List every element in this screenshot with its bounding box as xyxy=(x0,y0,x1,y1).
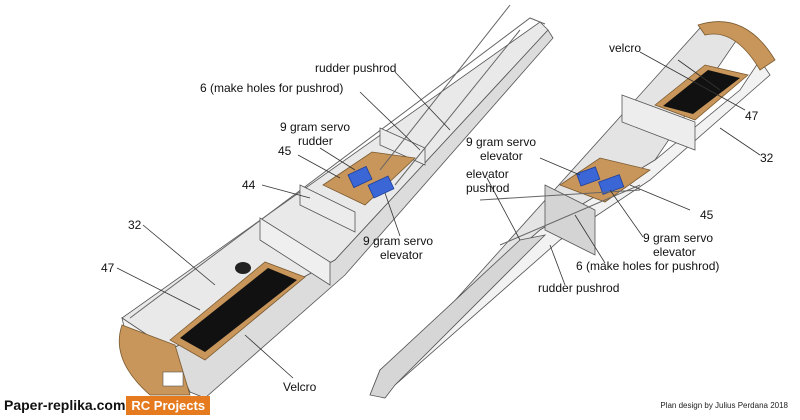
rc-projects-badge[interactable]: RC Projects xyxy=(126,395,211,415)
tail-plate-right xyxy=(697,21,776,71)
servo-elevator-left xyxy=(367,175,395,199)
label-32-right: 32 xyxy=(760,151,774,165)
label-servo-rudder-line1: 9 gram servo xyxy=(280,120,350,134)
label-velcro-left: Velcro xyxy=(283,380,317,394)
label-45-right: 45 xyxy=(700,208,714,222)
velcro-black-right xyxy=(663,70,740,114)
label-47-right: 47 xyxy=(745,109,759,123)
design-credit: Plan design by Julius Perdana 2018 xyxy=(660,401,788,410)
rudder-pushrod-left xyxy=(379,4,511,171)
label-servo-elevator-left-line2: elevator xyxy=(380,248,423,262)
label-servo-elevator-right2-line2: elevator xyxy=(653,245,696,259)
bulkhead-44 xyxy=(299,184,356,233)
label-elevator-pushrod-line2: pushrod xyxy=(466,181,509,195)
label-holes-left: 6 (make holes for pushrod) xyxy=(200,81,343,95)
label-47-left: 47 xyxy=(101,261,115,275)
label-servo-elevator-right2-line1: 9 gram servo xyxy=(643,231,713,245)
velcro-black-left xyxy=(180,268,297,352)
label-32-left: 32 xyxy=(128,218,142,232)
elevator-pushrod-right xyxy=(479,189,641,201)
left-fuselage xyxy=(118,4,554,399)
bulkhead-6-left xyxy=(379,127,426,166)
label-rudder-pushrod-right: rudder pushrod xyxy=(538,281,619,295)
bulkhead-32-right xyxy=(621,94,696,151)
label-servo-rudder-line2: rudder xyxy=(298,134,333,148)
elevator-pushrod-left xyxy=(394,29,521,186)
hole-left xyxy=(235,262,251,274)
label-holes-right: 6 (make holes for pushrod) xyxy=(576,259,719,273)
label-velcro-right: velcro xyxy=(609,41,641,55)
footer-brand: Paper-replika.com RC Projects xyxy=(4,395,211,415)
bulkhead-32-left xyxy=(259,217,331,286)
site-name[interactable]: Paper-replika.com xyxy=(4,397,126,413)
left-fuselage-rim xyxy=(129,17,546,319)
servo-elevator-right-b xyxy=(598,174,625,195)
label-44: 44 xyxy=(242,178,256,192)
right-fuselage-near-wall xyxy=(369,234,547,399)
label-elevator-pushrod-line1: elevator xyxy=(466,167,509,181)
label-45-left: 45 xyxy=(278,144,292,158)
label-servo-elevator-left-line1: 9 gram servo xyxy=(363,234,433,248)
servo-rudder-left xyxy=(347,165,373,189)
right-fuselage xyxy=(369,21,776,399)
label-servo-elevator-right-line1: 9 gram servo xyxy=(466,135,536,149)
label-rudder-pushrod-left: rudder pushrod xyxy=(315,61,396,75)
labels: rudder pushrod 6 (make holes for pushrod… xyxy=(101,41,774,394)
label-servo-elevator-right-line2: elevator xyxy=(480,149,523,163)
servo-elevator-right-a xyxy=(576,166,601,187)
bulkhead-6-right xyxy=(544,184,596,256)
nose-slot-left xyxy=(162,371,184,387)
rudder-pushrod-right xyxy=(499,184,641,246)
leader-lines xyxy=(116,51,761,379)
